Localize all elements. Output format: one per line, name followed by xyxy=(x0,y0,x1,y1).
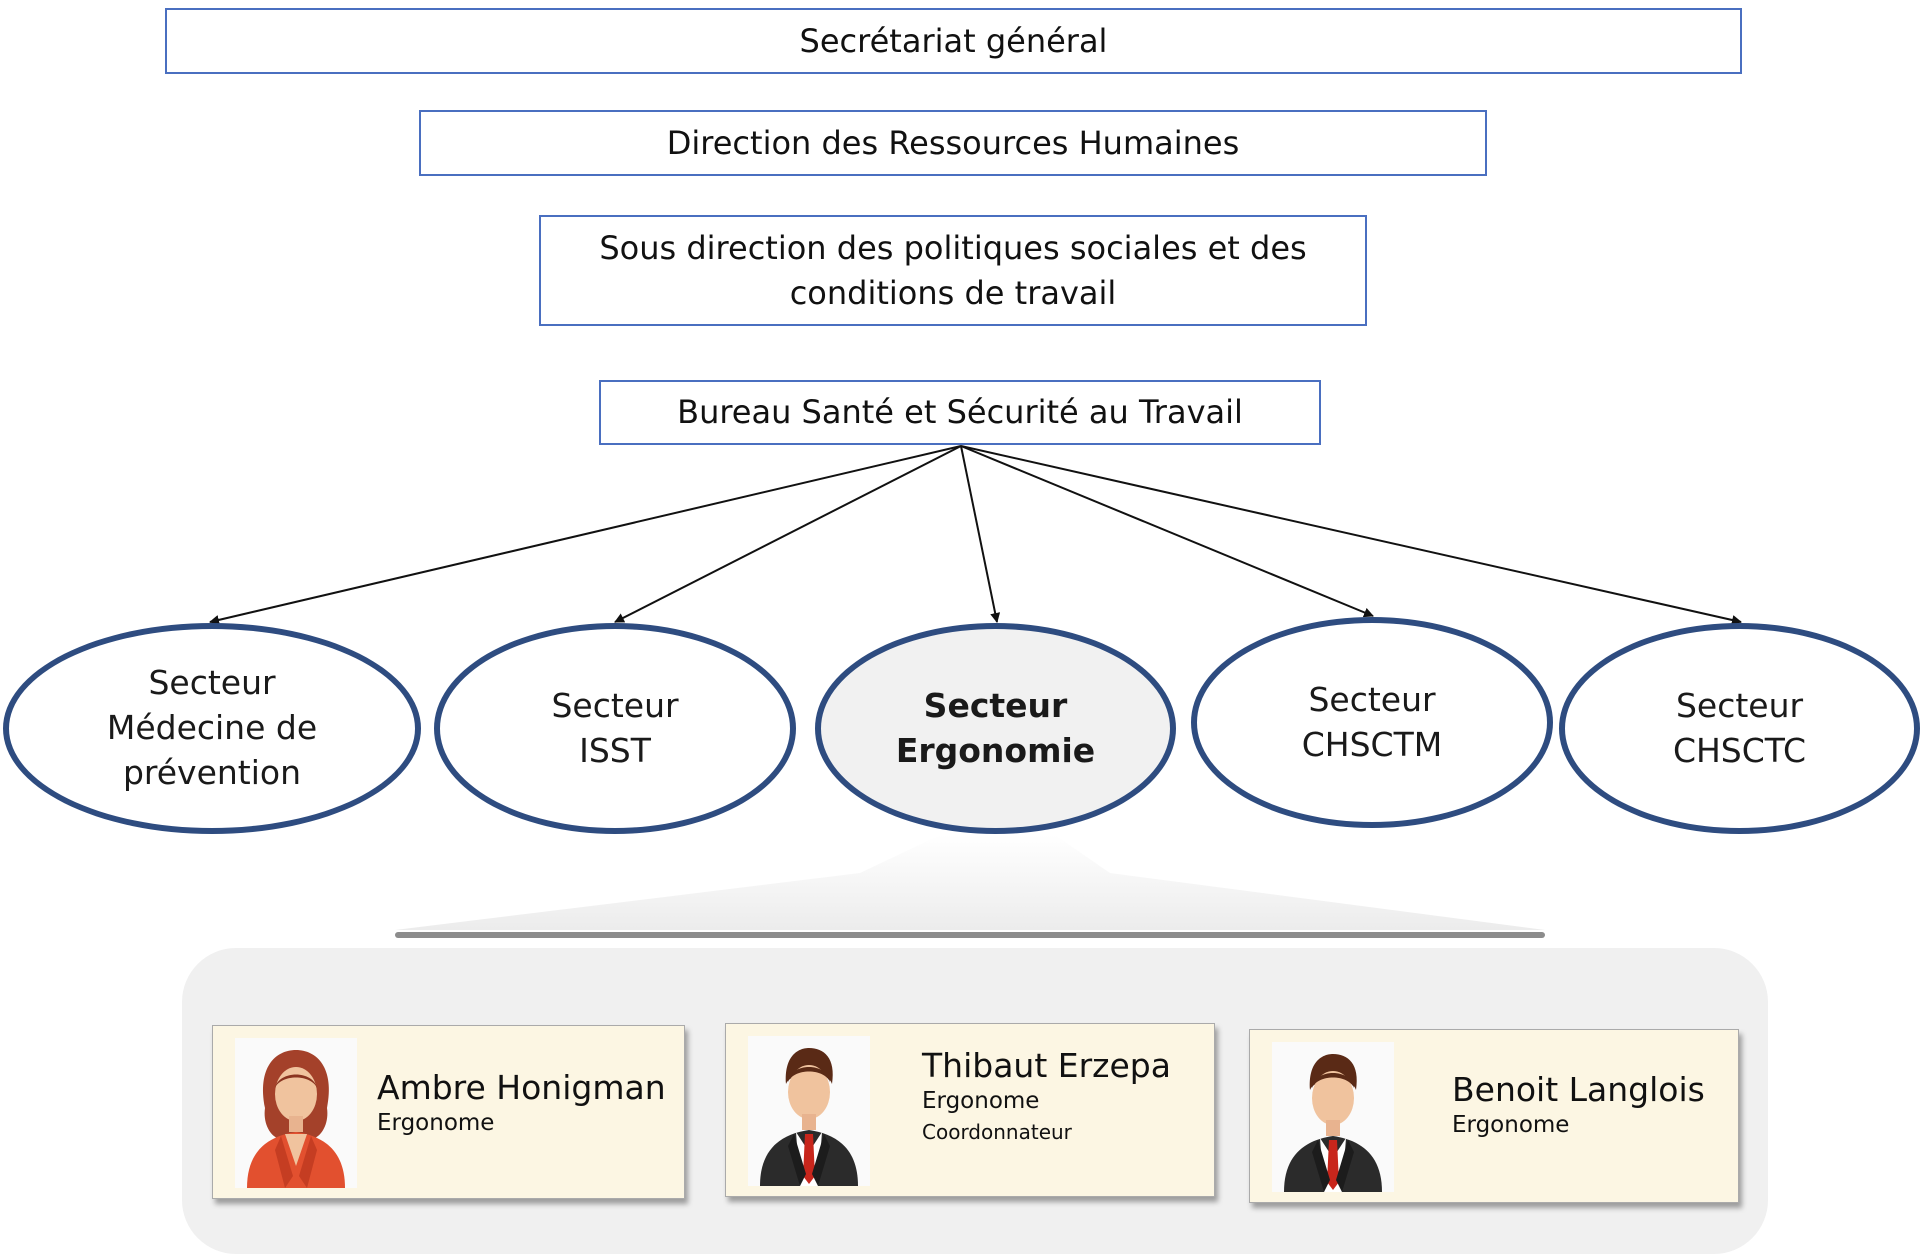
sector-isst: Secteur ISST xyxy=(434,623,796,834)
sector-label-line: Secteur xyxy=(148,663,276,703)
sector-medecine: Secteur Médecine de prévention xyxy=(3,623,421,834)
org-box-label-line1: Sous direction des politiques sociales e… xyxy=(599,229,1307,268)
sector-chsctm: Secteur CHSCTM xyxy=(1191,617,1553,828)
sector-label-line: Médecine de xyxy=(106,708,318,748)
team-card: Ambre Honigman Ergonome xyxy=(212,1025,685,1199)
arrow-to-chsctm xyxy=(960,445,1374,618)
org-box-label: Bureau Santé et Sécurité au Travail xyxy=(677,393,1243,432)
team-card: Benoit Langlois Ergonome xyxy=(1249,1029,1739,1203)
member-name: Benoit Langlois xyxy=(1452,1070,1705,1109)
arrows xyxy=(209,445,1742,625)
male-avatar-icon xyxy=(1272,1042,1394,1192)
org-box-label-line2: conditions de travail xyxy=(789,273,1117,312)
member-name: Thibaut Erzepa xyxy=(922,1046,1171,1085)
sector-label-line: Secteur xyxy=(551,685,679,725)
org-box-sous-direction: Sous direction des politiques sociales e… xyxy=(539,215,1367,326)
member-role: Ergonome xyxy=(1452,1111,1570,1138)
org-box-secretariat: Secrétariat général xyxy=(165,8,1742,74)
org-box-drh: Direction des Ressources Humaines xyxy=(419,110,1487,176)
expansion-callout xyxy=(395,835,1545,930)
arrow-to-ergonomie xyxy=(960,445,1001,623)
arrow-to-medecine xyxy=(209,445,962,625)
sector-chsctc: Secteur CHSCTC xyxy=(1559,623,1920,834)
sector-label-line: ISST xyxy=(579,730,651,770)
male-avatar-icon xyxy=(748,1036,870,1186)
sector-label-line: Secteur xyxy=(1308,679,1436,719)
sector-ergonomie: Secteur Ergonomie xyxy=(815,623,1176,834)
arrow-to-isst xyxy=(614,445,962,623)
female-avatar-icon xyxy=(235,1038,357,1188)
sector-label-line: Ergonomie xyxy=(895,730,1096,770)
sector-label-line: prévention xyxy=(122,752,302,792)
org-box-bureau: Bureau Santé et Sécurité au Travail xyxy=(599,380,1321,445)
member-name: Ambre Honigman xyxy=(377,1068,666,1107)
arrow-to-chsctc xyxy=(960,445,1742,625)
team-card: Thibaut Erzepa Ergonome Coordonnateur xyxy=(725,1023,1215,1197)
org-box-label: Direction des Ressources Humaines xyxy=(666,123,1240,162)
sector-label-line: CHSCTC xyxy=(1672,730,1807,770)
member-role-secondary: Coordonnateur xyxy=(922,1119,1072,1144)
org-box-label: Secrétariat général xyxy=(799,21,1108,60)
member-role: Ergonome xyxy=(377,1109,495,1136)
sector-label-line: CHSCTM xyxy=(1301,724,1443,764)
member-role: Ergonome xyxy=(922,1087,1040,1114)
sector-label-line: Secteur xyxy=(923,685,1068,725)
sector-label-line: Secteur xyxy=(1675,685,1804,725)
